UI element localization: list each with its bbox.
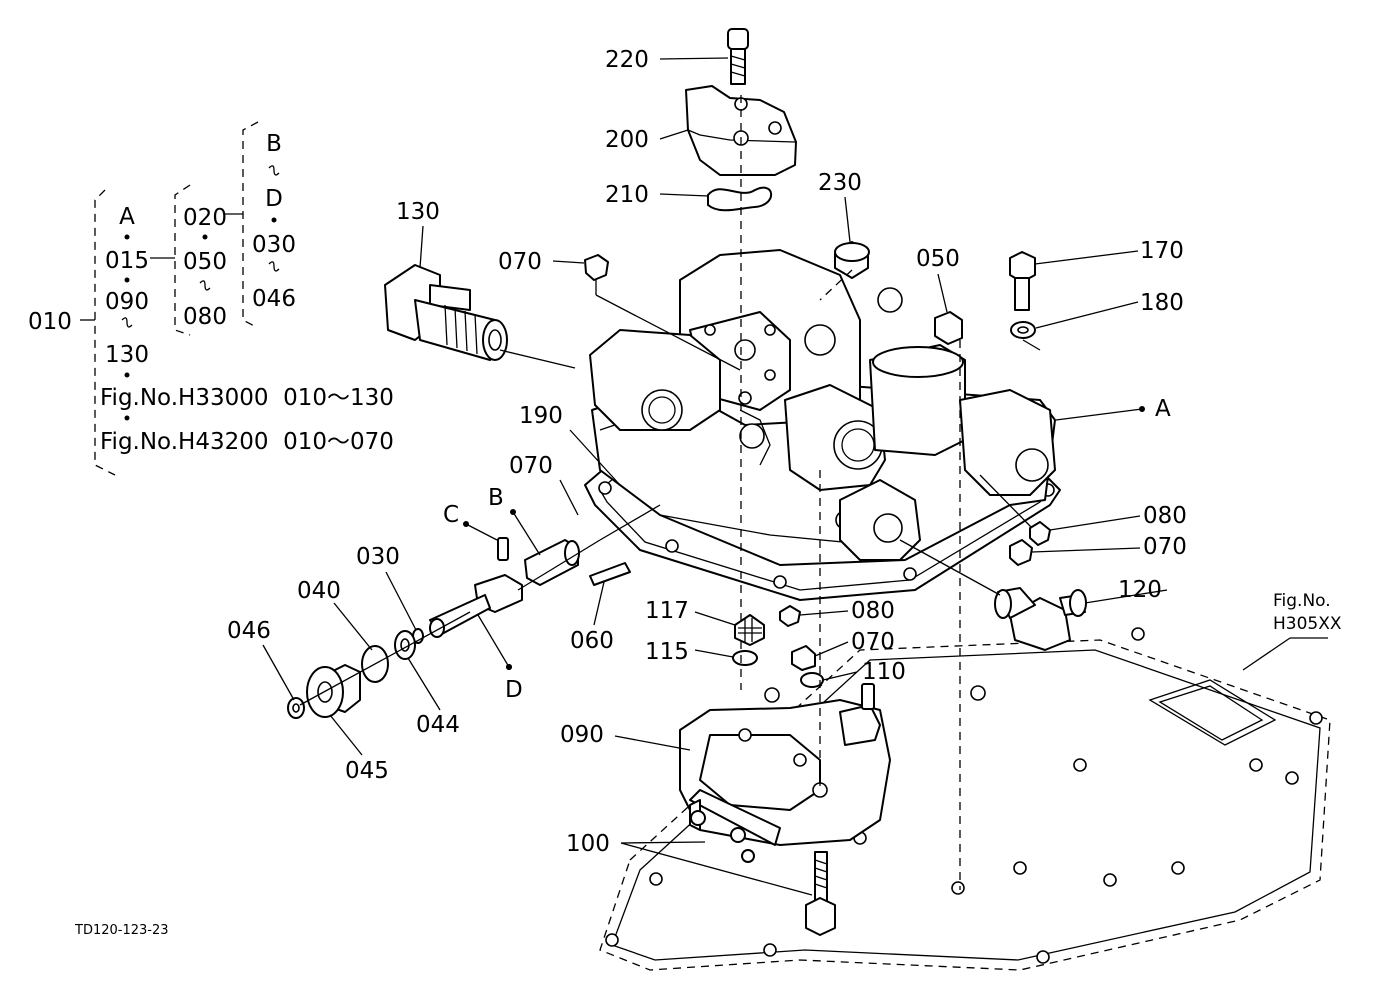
valve-090 <box>679 470 891 863</box>
callout-190: 190 <box>519 403 563 429</box>
legend-g3-2: 030 <box>252 232 296 258</box>
callout-060: 060 <box>570 628 614 654</box>
figure-code: TD120-123-23 <box>74 923 169 938</box>
ref-figure-line1: Fig.No. <box>1273 591 1331 611</box>
legend-g2-0: 020 <box>183 205 227 231</box>
plug-080-lower <box>779 605 801 627</box>
callout-046: 046 <box>227 618 271 644</box>
legend-g1-2: 090 <box>105 289 149 315</box>
strainer-117 <box>734 614 765 646</box>
plug-070-top <box>584 254 741 371</box>
callout-040: 040 <box>297 578 341 604</box>
legend-g3-1: D <box>265 186 283 212</box>
callout-220: 220 <box>605 47 649 73</box>
callout-C: C <box>443 502 459 528</box>
callout-180: 180 <box>1140 290 1184 316</box>
callout-100: 100 <box>566 831 610 857</box>
callout-090: 090 <box>560 722 604 748</box>
callout-120: 120 <box>1118 577 1162 603</box>
legend-g1-3: 130 <box>105 342 149 368</box>
callout-D: D <box>505 677 523 703</box>
control-valve-body <box>584 249 1061 601</box>
plug-230 <box>819 241 870 301</box>
ref-figure-line2: H305XX <box>1273 614 1342 634</box>
elbow-fitting-120 <box>899 539 1087 651</box>
legend-fig-ref-2: Fig.No.H43200 010～070 <box>100 429 394 455</box>
legend-fig-ref-1: Fig.No.H33000 010～130 <box>100 385 394 411</box>
leader-lines <box>262 57 1328 756</box>
callout-230: 230 <box>818 170 862 196</box>
callout-070-lower: 070 <box>851 629 895 655</box>
callout-070-right: 070 <box>1143 534 1187 560</box>
callout-050: 050 <box>916 246 960 272</box>
callout-B: B <box>488 485 504 511</box>
callout-200: 200 <box>605 127 649 153</box>
bolt-170 <box>1009 251 1036 311</box>
callout-030: 030 <box>356 544 400 570</box>
callout-130: 130 <box>396 199 440 225</box>
transmission-case <box>599 627 1331 971</box>
legend-g1-1: 015 <box>105 248 149 274</box>
plug-080-right <box>979 474 1051 546</box>
spool-assembly <box>287 504 661 719</box>
washer-180 <box>1010 321 1041 351</box>
callout-070-left: 070 <box>509 453 553 479</box>
callout-170: 170 <box>1140 238 1184 264</box>
callout-A: A <box>1155 396 1171 422</box>
legend-brackets <box>80 121 280 476</box>
plug-050 <box>934 311 963 890</box>
callout-070-top: 070 <box>498 249 542 275</box>
bolt-100 <box>620 841 836 936</box>
legend-g3-3: 046 <box>252 286 296 312</box>
callout-115: 115 <box>645 639 689 665</box>
plug-070-right <box>1009 539 1033 566</box>
elbow-fitting-130 <box>384 264 576 369</box>
plug-070-lower <box>791 645 816 671</box>
legend-g2-1: 050 <box>183 249 227 275</box>
callout-080-lower: 080 <box>851 598 895 624</box>
legend-root: 010 <box>28 309 72 335</box>
callout-110: 110 <box>862 659 906 685</box>
callout-044: 044 <box>416 712 460 738</box>
cover-assembly <box>685 28 797 690</box>
legend-g3-0: B <box>266 131 282 157</box>
callout-117: 117 <box>645 598 689 624</box>
callout-080-right: 080 <box>1143 503 1187 529</box>
callout-045: 045 <box>345 758 389 784</box>
legend-g2-2: 080 <box>183 304 227 330</box>
callout-210: 210 <box>605 182 649 208</box>
oring-115 <box>732 650 758 666</box>
legend-g1-0: A <box>119 204 135 230</box>
